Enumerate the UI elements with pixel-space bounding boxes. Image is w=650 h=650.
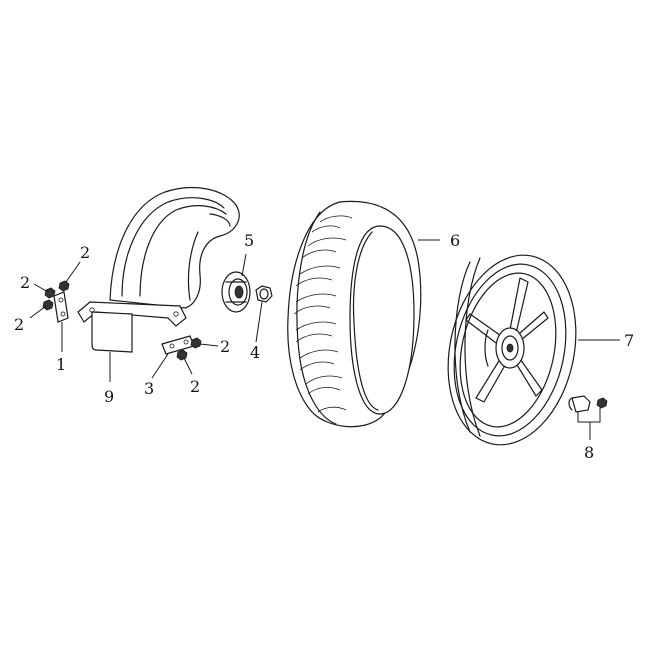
callout-numbers: 2 2 2 1 9 3 2 2 5 4 6 7 8 <box>14 231 634 462</box>
callout-1: 1 <box>56 355 66 374</box>
callout-2-right-lower: 2 <box>190 377 200 396</box>
valve-parts-8 <box>568 395 608 413</box>
callout-6: 6 <box>450 231 460 250</box>
nut-4 <box>255 285 273 303</box>
callout-5: 5 <box>244 231 254 250</box>
bolts-2-left <box>42 280 70 311</box>
hub-part-5 <box>221 271 251 313</box>
callout-9: 9 <box>104 387 114 406</box>
bracket-3 <box>161 335 195 355</box>
tire-6 <box>287 200 422 428</box>
bolts-2-right <box>176 337 202 361</box>
callout-3: 3 <box>144 379 154 398</box>
bracket-1 <box>53 291 69 323</box>
wheel-rim-7 <box>447 254 577 446</box>
leader-lines <box>29 239 620 440</box>
callout-2-top-left: 2 <box>80 243 90 262</box>
callout-4: 4 <box>250 343 260 362</box>
callout-2-right-upper: 2 <box>220 337 230 356</box>
callout-2-left-upper: 2 <box>20 273 30 292</box>
callout-2-left-lower: 2 <box>14 315 24 334</box>
callout-8: 8 <box>584 443 594 462</box>
rear-fender <box>77 186 240 353</box>
callout-7: 7 <box>624 331 634 350</box>
